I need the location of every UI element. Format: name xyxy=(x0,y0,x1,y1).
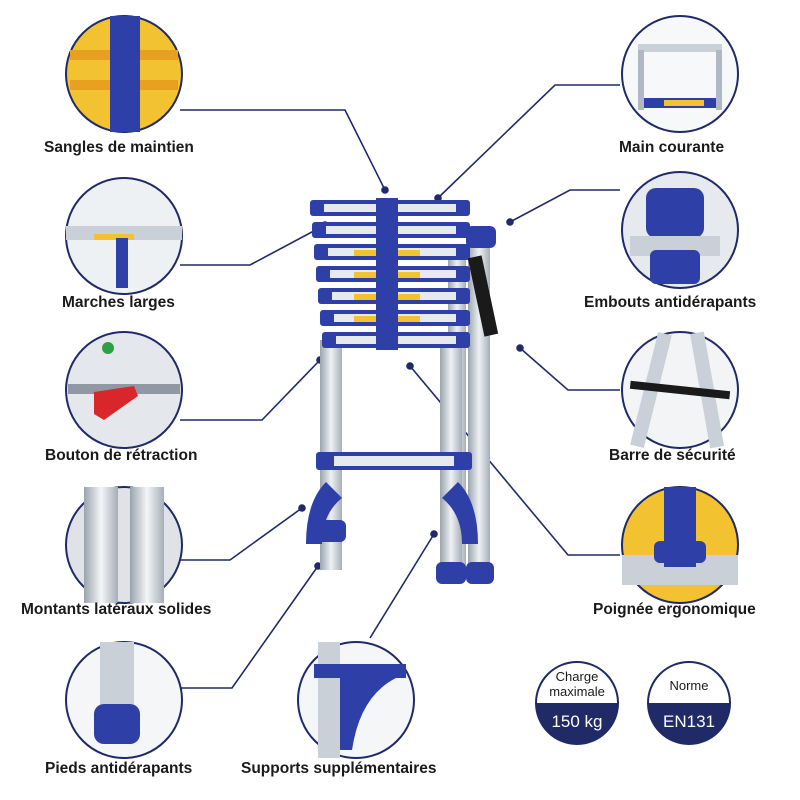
zoom-handrail xyxy=(621,15,739,133)
load-label-line1: Charge xyxy=(555,669,599,684)
label-wide-steps: Marches larges xyxy=(62,294,175,311)
label-anti-slip-feet: Pieds antidérapants xyxy=(45,760,193,777)
lead-uprights xyxy=(180,507,303,561)
label-anti-slip-caps: Embouts antidérapants xyxy=(584,294,757,311)
zoom-ergonomic-handle xyxy=(621,486,739,604)
label-extra-supports: Supports supplémentaires xyxy=(241,760,437,777)
label-retraction-button: Bouton de rétraction xyxy=(45,447,198,464)
telescopic-ladder-image xyxy=(306,198,499,584)
zoom-side-uprights xyxy=(65,486,183,604)
load-label-line2: maximale xyxy=(549,684,605,699)
zoom-retraction-button xyxy=(65,331,183,449)
lead-straps xyxy=(180,109,386,191)
label-ergonomic-handle: Poignée ergonomique xyxy=(593,601,756,618)
load-badge-shape xyxy=(535,661,619,745)
zoom-straps xyxy=(65,15,183,133)
lead-handrail xyxy=(437,84,620,199)
standard-value: EN131 xyxy=(663,712,715,731)
lead-safety xyxy=(519,347,620,391)
zoom-anti-slip-caps xyxy=(621,171,739,289)
load-badge: Charge maximale 150 kg xyxy=(534,660,620,746)
zoom-anti-slip-feet xyxy=(65,641,183,759)
label-straps: Sangles de maintien xyxy=(44,139,194,156)
zoom-safety-bar xyxy=(621,331,739,449)
label-safety-bar: Barre de sécurité xyxy=(609,447,736,464)
standard-label: Norme xyxy=(669,678,709,693)
standard-badge-shape xyxy=(647,661,731,745)
zoom-wide-steps xyxy=(65,177,183,295)
load-value: 150 kg xyxy=(551,712,603,731)
label-handrail: Main courante xyxy=(619,139,725,156)
zoom-extra-supports xyxy=(297,641,415,759)
standard-badge: Norme EN131 xyxy=(646,660,732,746)
label-side-uprights: Montants latéraux solides xyxy=(21,601,212,618)
